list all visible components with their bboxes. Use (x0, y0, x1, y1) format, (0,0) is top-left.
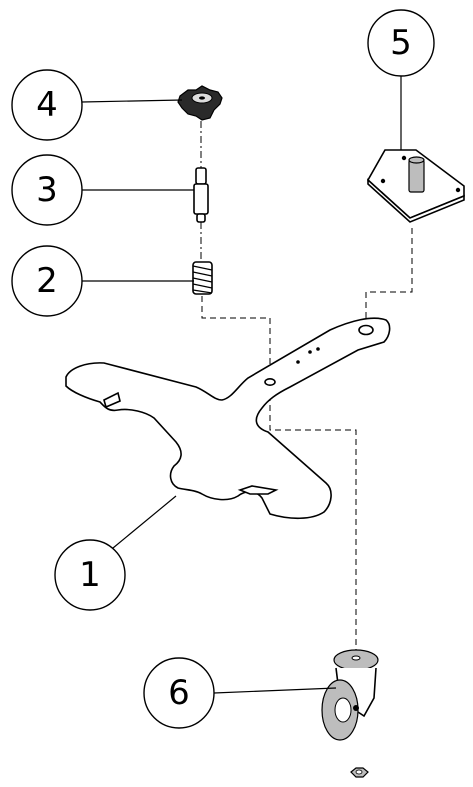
caster-wheel (321, 649, 379, 741)
plate-slot-bottom (237, 485, 279, 495)
plate-hole-small (316, 347, 320, 351)
spring (192, 261, 213, 295)
callout-5-number: 5 (390, 23, 412, 63)
callout-3-number: 3 (36, 170, 58, 210)
leader-6 (213, 687, 337, 694)
post-block (366, 149, 465, 223)
callout-4-number: 4 (36, 85, 58, 125)
leader-lines (81, 70, 402, 694)
dash-block-to-plate (365, 228, 413, 322)
leader-4 (81, 99, 183, 103)
callout-1: 1 (54, 539, 126, 611)
plate-bush (358, 324, 374, 336)
star-knob (177, 85, 223, 121)
plate-hole-small (296, 360, 300, 364)
block-post (408, 159, 425, 193)
callout-6-number: 6 (168, 673, 190, 713)
leader-1 (112, 495, 177, 549)
callout-2-number: 2 (36, 261, 58, 301)
plate-slot-left (103, 391, 121, 409)
plate-hole (264, 377, 276, 386)
callout-2: 2 (11, 245, 83, 317)
callout-3: 3 (11, 154, 83, 226)
nut (350, 767, 369, 778)
block-hole (401, 155, 407, 161)
base-plate (65, 317, 391, 520)
pin (193, 167, 209, 223)
callout-4: 4 (11, 69, 83, 141)
callout-1-number: 1 (79, 555, 101, 595)
plate-hole-small (308, 350, 312, 354)
dash-plate-to-caster (269, 395, 357, 650)
block-hole (455, 187, 461, 193)
callout-6: 6 (143, 657, 215, 729)
block-post-top (408, 156, 425, 164)
callout-5: 5 (367, 9, 435, 77)
dash-spring-to-plate (201, 296, 271, 378)
block-hole (380, 178, 386, 184)
knob-center (199, 96, 205, 100)
assembly-lines (200, 121, 413, 650)
